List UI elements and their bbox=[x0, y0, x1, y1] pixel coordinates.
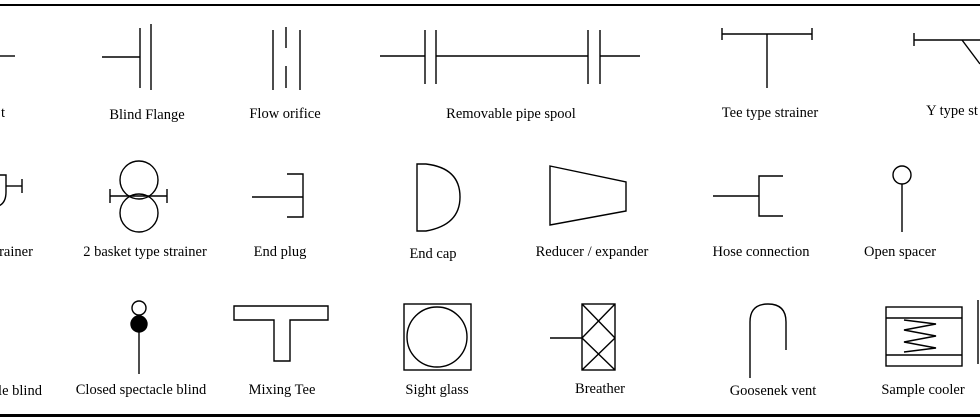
label-spectacle-blind: le blind bbox=[0, 383, 42, 399]
mixing-tee-symbol bbox=[233, 305, 329, 362]
bottom-border bbox=[0, 414, 980, 417]
label-end-plug: End plug bbox=[253, 244, 307, 260]
label-removable-pipe-spool: Removable pipe spool bbox=[446, 106, 576, 122]
sight-glass-symbol bbox=[403, 303, 472, 371]
end-cap-symbol bbox=[416, 163, 461, 232]
reducer-symbol bbox=[549, 165, 627, 226]
label-closed-spectacle-blind: Closed spectacle blind bbox=[75, 382, 207, 398]
label-open-spacer: Open spacer bbox=[863, 244, 937, 260]
label-butt-weld: t bbox=[0, 105, 6, 121]
open-spacer-symbol bbox=[892, 165, 912, 232]
end-plug-symbol bbox=[252, 173, 304, 218]
breather-symbol bbox=[550, 303, 616, 371]
basket-strainer-symbol bbox=[0, 174, 23, 207]
top-border bbox=[0, 4, 980, 6]
hose-connection-symbol bbox=[713, 175, 783, 217]
label-sight-glass: Sight glass bbox=[405, 382, 469, 398]
flow-orifice-symbol bbox=[272, 27, 301, 90]
blind-flange-symbol bbox=[102, 24, 152, 90]
label-reducer-expander: Reducer / expander bbox=[535, 244, 649, 260]
label-y-type-strainer: Y type st bbox=[926, 103, 978, 119]
label-hose-connection: Hose connection bbox=[712, 244, 810, 260]
label-tee-type-strainer: Tee type strainer bbox=[721, 105, 819, 121]
label-breather: Breather bbox=[575, 381, 625, 397]
label-basket-strainer: rainer bbox=[0, 244, 33, 260]
removable-spool-symbol bbox=[380, 30, 640, 84]
label-blind-flange: Blind Flange bbox=[109, 107, 185, 123]
label-flow-orifice: Flow orifice bbox=[249, 106, 321, 122]
label-mixing-tee: Mixing Tee bbox=[248, 382, 316, 398]
y-strainer-symbol bbox=[913, 33, 980, 65]
label-goosenek-vent: Goosenek vent bbox=[729, 383, 817, 399]
sample-cooler-symbol bbox=[885, 306, 963, 367]
label-end-cap: End cap bbox=[409, 246, 457, 262]
tee-strainer-symbol bbox=[721, 28, 813, 88]
label-2-basket-type-strainer: 2 basket type strainer bbox=[83, 244, 207, 260]
closed-spectacle-blind-symbol bbox=[130, 300, 148, 374]
two-basket-strainer-symbol bbox=[109, 160, 168, 233]
label-sample-cooler: Sample cooler bbox=[881, 382, 965, 398]
gooseneck-vent-symbol bbox=[749, 303, 787, 378]
